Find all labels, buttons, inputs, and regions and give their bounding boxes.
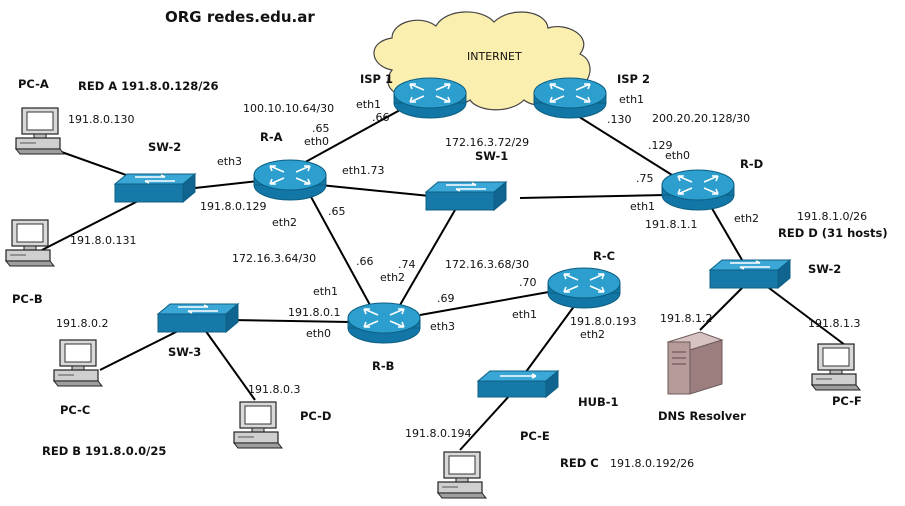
pcb-ip: 191.8.0.131 [70, 234, 136, 247]
net-ab: 172.16.3.64/30 [232, 252, 316, 265]
dns-label: DNS Resolver [658, 409, 746, 423]
rb-eth0-ip: 191.8.0.1 [288, 306, 340, 319]
red-c-net: 191.8.0.192/26 [610, 457, 694, 470]
rc-eth1: eth1 [512, 308, 537, 321]
isp2-eth1: eth1 [619, 93, 644, 106]
rb-eth1: eth1 [313, 285, 338, 298]
rd-eth0: eth0 [665, 149, 690, 162]
pcf-label: PC-F [832, 394, 862, 408]
isp1-router [393, 77, 467, 119]
rd-router [661, 169, 735, 211]
pcf-computer [811, 343, 861, 391]
isp2-ip: .130 [607, 113, 632, 126]
rc-eth2: eth2 [580, 328, 605, 341]
ra-label: R-A [260, 130, 283, 144]
ra-eth1: eth1.73 [342, 164, 385, 177]
sw2-right-switch [709, 259, 791, 289]
ra-eth2-ip: .65 [328, 205, 346, 218]
ra-eth2: eth2 [272, 216, 297, 229]
sw1-label: SW-1 [475, 149, 508, 163]
rc-eth2-ip: 191.8.0.193 [570, 315, 636, 328]
ra-eth3-ip: 191.8.0.129 [200, 200, 266, 213]
ra-eth0: eth0 [304, 135, 329, 148]
ra-eth0-ip: .65 [312, 122, 330, 135]
hub1-label: HUB-1 [578, 395, 619, 409]
pca-label: PC-A [18, 77, 49, 91]
page-title: ORG redes.edu.ar [165, 8, 315, 26]
rd-eth1-ip2: 191.8.1.1 [645, 218, 697, 231]
rb-eth3: eth3 [430, 320, 455, 333]
pce-computer [437, 451, 487, 499]
ra-eth3: eth3 [217, 155, 242, 168]
rd-eth2: eth2 [734, 212, 759, 225]
pca-computer [15, 107, 65, 155]
rd-eth0-ip: .129 [648, 139, 673, 152]
isp1-ip: .66 [372, 111, 390, 124]
pcf-ip: 191.8.1.3 [808, 317, 860, 330]
isp1-label: ISP 1 [360, 72, 393, 86]
rd-label: R-D [740, 157, 763, 171]
pcc-label: PC-C [60, 403, 90, 417]
red-d-net: 191.8.1.0/26 [797, 210, 867, 223]
rb-eth3-ip: .69 [437, 292, 455, 305]
rb-eth1-ip: .74 [398, 258, 416, 271]
red-c-label: RED C [560, 456, 599, 470]
pcd-label: PC-D [300, 409, 331, 423]
rd-eth1-ip: .75 [636, 172, 654, 185]
rd-eth1: eth1 [630, 200, 655, 213]
rb-eth2-ip: .66 [356, 255, 374, 268]
sw2-left-switch [114, 173, 196, 203]
rc-label: R-C [593, 249, 615, 263]
net-isp1: 100.10.10.64/30 [243, 102, 334, 115]
pcb-label: PC-B [12, 292, 43, 306]
isp1-eth1: eth1 [356, 98, 381, 111]
rb-router [347, 302, 421, 344]
rc-eth1-ip: .70 [519, 276, 537, 289]
pcc-computer [53, 339, 103, 387]
sw3-label: SW-3 [168, 345, 201, 359]
pcc-ip: 191.8.0.2 [56, 317, 108, 330]
red-d-label: RED D (31 hosts) [778, 226, 888, 240]
red-b-label: RED B 191.8.0.0/25 [42, 444, 166, 458]
labels: ORG redes.edu.ar INTERNET ISP 1 ISP 2 R-… [12, 8, 888, 470]
pcd-computer [233, 401, 283, 449]
ra-router [253, 159, 327, 201]
net-bc: 172.16.3.68/30 [445, 258, 529, 271]
pca-ip: 191.8.0.130 [68, 113, 134, 126]
rb-eth0: eth0 [306, 327, 331, 340]
sw1-switch [425, 181, 507, 211]
dns-server-icon [666, 331, 724, 395]
net-sw1: 172.16.3.72/29 [445, 136, 529, 149]
rb-eth2: eth2 [380, 271, 405, 284]
net-isp2: 200.20.20.128/30 [652, 112, 750, 125]
red-a-label: RED A 191.8.0.128/26 [78, 79, 219, 93]
hub1-hub [477, 370, 559, 398]
isp2-router [533, 77, 607, 119]
pcb-computer [5, 219, 55, 267]
internet-label: INTERNET [467, 50, 522, 63]
isp2-label: ISP 2 [617, 72, 650, 86]
rc-router [547, 267, 621, 309]
sw2-left-label: SW-2 [148, 140, 181, 154]
sw3-switch [157, 303, 239, 333]
sw2-right-label: SW-2 [808, 262, 841, 276]
pcd-ip: 191.8.0.3 [248, 383, 300, 396]
pce-label: PC-E [520, 429, 550, 443]
links [41, 107, 846, 451]
pce-ip: 191.8.0.194 [405, 427, 471, 440]
rb-label: R-B [372, 359, 394, 373]
dns-ip: 191.8.1.2 [660, 312, 712, 325]
